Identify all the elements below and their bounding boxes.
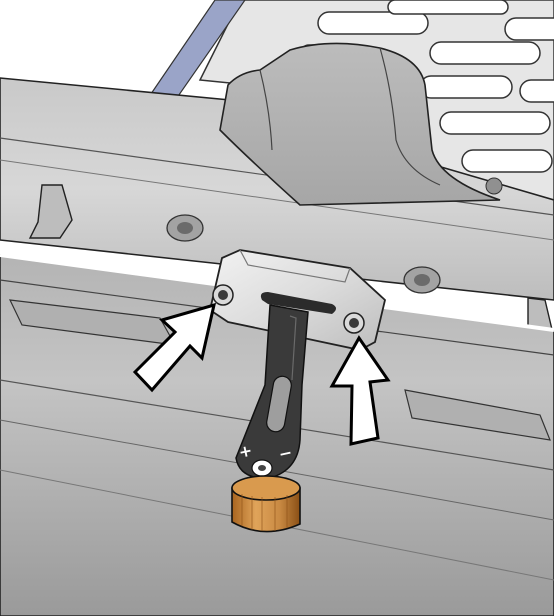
knob-shaft	[258, 465, 266, 471]
tray-slot	[429, 41, 541, 65]
bracket-slot	[260, 292, 336, 314]
center-tower	[219, 42, 501, 206]
bracket-chamfer	[239, 249, 351, 283]
tray-slot	[504, 17, 554, 41]
lever-slot	[266, 375, 292, 433]
knob-grain	[241, 494, 288, 531]
tray-slot	[439, 111, 551, 135]
tray-slot	[419, 75, 513, 99]
panel-slot-right	[404, 389, 551, 441]
arrow-up-icon	[329, 335, 391, 446]
screw-boss	[414, 274, 430, 286]
lever-highlight	[289, 315, 297, 381]
wooden-adjustment-knob	[231, 475, 301, 533]
tower-edge	[259, 69, 273, 151]
screw-boss	[177, 222, 193, 234]
tower-edge	[379, 47, 441, 186]
mounting-bracket	[208, 249, 386, 351]
arrow-up-right-icon	[132, 302, 217, 393]
minus-symbol: −	[277, 443, 294, 464]
mounting-tab-left	[28, 184, 73, 239]
plus-symbol: +	[237, 441, 254, 462]
tray-slot	[461, 149, 553, 173]
left-mounting-screw	[212, 284, 234, 306]
right-mounting-screw	[343, 312, 365, 334]
tray-slot	[387, 0, 509, 15]
housing-ridge	[0, 159, 554, 241]
knob-top	[231, 475, 301, 501]
housing	[0, 42, 554, 353]
adjustment-lever: + −	[235, 304, 309, 479]
tray-slot	[519, 79, 554, 103]
screw-boss	[485, 177, 503, 195]
tray-slot	[317, 11, 429, 35]
